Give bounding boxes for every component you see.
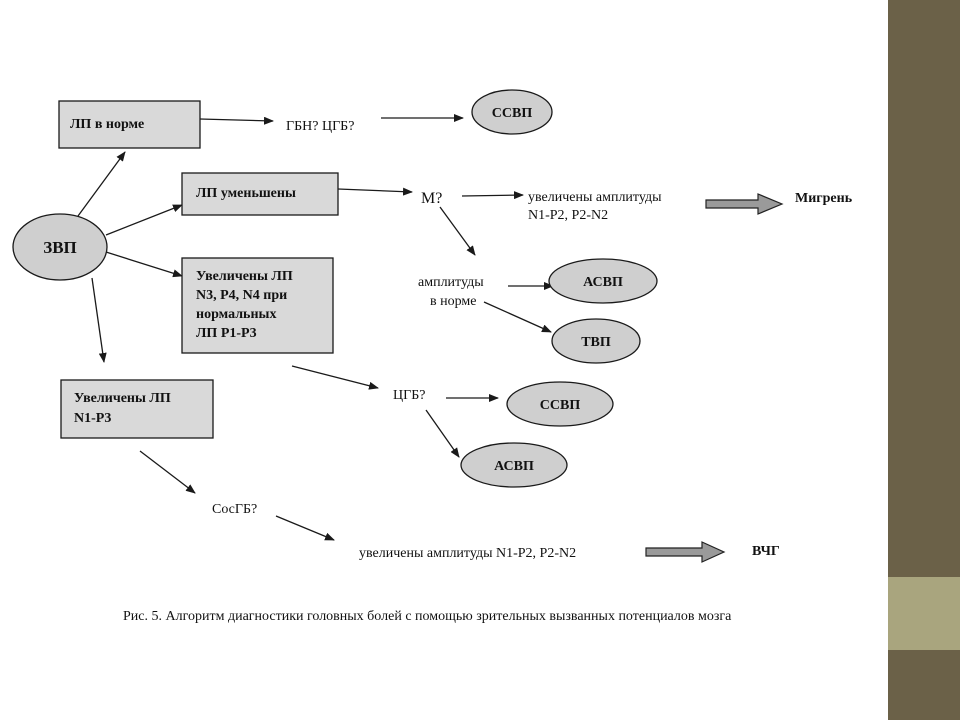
label-ampl-normal-line-2: в норме — [430, 294, 476, 309]
node-ssvp-2-label: ССВП — [540, 398, 581, 413]
node-asvp-2-label: АСВП — [494, 459, 534, 474]
node-tvp: ТВП — [551, 318, 641, 364]
node-tvp-label: ТВП — [581, 335, 611, 350]
node-ssvp-1: ССВП — [471, 89, 553, 135]
label-ampl-increased-long: увеличены амплитуды N1-P2, P2-N2 — [359, 546, 576, 561]
node-zvp: ЗВП — [12, 213, 108, 281]
arrow-socgb-to-ampl — [275, 515, 335, 541]
label-socgb-question: СосГБ? — [212, 502, 257, 517]
node-lp-decreased: ЛП уменьшены — [181, 172, 339, 216]
arrow-cgb-to-asvp — [425, 409, 460, 458]
node-lp-increased-n1: Увеличены ЛП N1-P3 — [60, 379, 214, 439]
label-vchg: ВЧГ — [752, 544, 780, 559]
node-lp-increased-n1-line-2: N1-P3 — [74, 411, 111, 426]
node-zvp-label: ЗВП — [43, 238, 77, 257]
node-asvp-2: АСВП — [460, 442, 568, 488]
label-migraine: Мигрень — [795, 191, 853, 206]
node-asvp-1: АСВП — [548, 258, 658, 304]
arrow-ampl-normal-to-tvp — [483, 301, 552, 333]
sidebar-middle-block — [888, 577, 960, 650]
arrow-zvp-to-lp-norm — [77, 151, 126, 217]
label-ampl-increased-line-2: N1-P2, P2-N2 — [528, 208, 608, 223]
node-lp-increased-n3-line-4: ЛП Р1-Р3 — [196, 326, 257, 341]
connectors — [77, 114, 554, 541]
node-asvp-1-label: АСВП — [583, 275, 623, 290]
node-lp-increased-n1-line-1: Увеличены ЛП — [74, 391, 171, 406]
node-lp-norm: ЛП в норме — [58, 100, 201, 149]
node-lp-norm-label: ЛП в норме — [70, 117, 144, 132]
arrow-zvp-to-lp-increased-n3 — [105, 251, 183, 278]
label-m-question: М? — [421, 190, 442, 207]
flowchart: ЛП в норме ЛП уменьшены Увеличены ЛП N3,… — [12, 89, 853, 624]
label-ampl-increased-line-1: увеличены амплитуды — [528, 190, 662, 205]
arrow-lp-increased-n1-to-socgb — [139, 450, 196, 494]
node-ssvp-1-label: ССВП — [492, 106, 533, 121]
node-lp-increased-n3-line-1: Увеличены ЛП — [196, 269, 293, 284]
block-arrow-to-vchg — [645, 541, 726, 563]
block-arrow-to-migraine — [705, 193, 784, 215]
node-ssvp-2: ССВП — [506, 381, 614, 427]
arrow-m-to-ampl — [461, 191, 524, 200]
arrow-lp-decreased-to-m — [337, 187, 413, 196]
label-ampl-normal-line-1: амплитуды — [418, 275, 484, 290]
node-lp-increased-n3-line-3: нормальных — [196, 307, 276, 322]
label-gbn-cgb: ГБН? ЦГБ? — [286, 119, 354, 134]
sidebar-top-block — [888, 0, 960, 577]
arrow-lp-norm-to-gbn — [199, 116, 274, 125]
arrow-zvp-to-lp-decreased — [105, 204, 183, 236]
figure-caption: Рис. 5. Алгоритм диагностики головных бо… — [123, 609, 732, 624]
arrow-m-to-ampl-normal — [439, 206, 476, 256]
label-cgb-question: ЦГБ? — [393, 388, 425, 403]
arrow-zvp-to-lp-increased-n1 — [91, 277, 107, 363]
node-lp-increased-n3-line-2: N3, P4, N4 при — [196, 288, 287, 303]
node-lp-decreased-label: ЛП уменьшены — [196, 186, 296, 201]
arrow-lp-increased-to-cgb — [291, 365, 379, 390]
node-lp-increased-n3: Увеличены ЛП N3, P4, N4 при нормальных Л… — [181, 257, 334, 354]
sidebar-bottom-block — [888, 650, 960, 720]
